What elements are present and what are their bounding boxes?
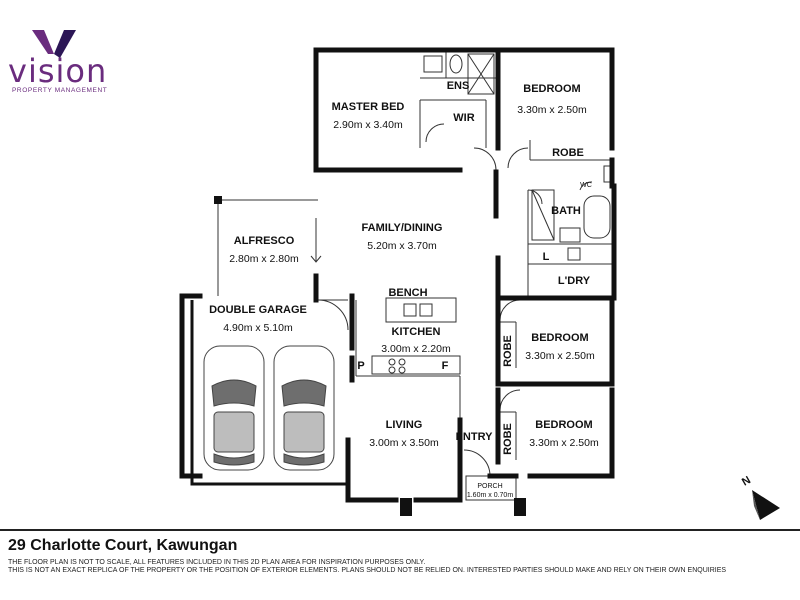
bedroom-bottom-dim: 3.30m x 2.50m — [529, 437, 599, 449]
north-label: N — [740, 474, 753, 488]
pantry-label: P — [357, 360, 364, 372]
living-label: LIVING — [386, 419, 423, 431]
garage-interior-walls — [190, 300, 348, 486]
alfresco-label: ALFRESCO — [234, 235, 295, 247]
kitchen-dim: 3.00m x 2.20m — [381, 343, 451, 355]
bedroom-mid-label: BEDROOM — [531, 332, 588, 344]
thin-lines — [217, 52, 615, 501]
bath-label: BATH — [551, 205, 581, 217]
wall-posts — [214, 196, 526, 516]
wc-label: WC — [580, 182, 592, 189]
entry-label: ENTRY — [456, 431, 494, 443]
robe-bottom-label: ROBE — [502, 423, 514, 455]
ldry-l-label: L — [543, 251, 550, 263]
bench-label: BENCH — [388, 287, 427, 299]
bedroom-top-dim: 3.30m x 2.50m — [517, 104, 587, 116]
car-icon-right — [273, 345, 335, 471]
arrow-marker — [310, 218, 322, 263]
vision-logo-mark — [32, 30, 76, 58]
north-arrow-icon: N — [740, 474, 780, 520]
family-dining-dim: 5.20m x 3.70m — [367, 240, 437, 252]
family-dining-label: FAMILY/DINING — [362, 222, 443, 234]
double-garage-dim: 4.90m x 5.10m — [223, 322, 293, 334]
property-address: 29 Charlotte Court, Kawungan — [8, 537, 238, 554]
ens-label: ENS — [447, 80, 470, 92]
wir-label: WIR — [453, 112, 474, 124]
ldry-label: L'DRY — [558, 275, 591, 287]
porch-dim: 1.60m x 0.70m — [467, 492, 513, 499]
footer-divider — [0, 529, 800, 531]
bedroom-mid-dim: 3.30m x 2.50m — [525, 350, 595, 362]
kitchen-label: KITCHEN — [392, 326, 441, 338]
bedroom-bottom-label: BEDROOM — [535, 419, 592, 431]
brand-name: vision — [8, 52, 108, 90]
master-bed-label: MASTER BED — [332, 101, 405, 113]
fridge-label: F — [442, 360, 449, 372]
walls — [179, 47, 617, 503]
floor-plan: MASTER BED 2.90m x 3.40m ENS WIR BEDROOM… — [179, 47, 780, 520]
disclaimer-line-2: THIS IS NOT AN EXACT REPLICA OF THE PROP… — [8, 567, 727, 574]
alfresco-dim: 2.80m x 2.80m — [229, 253, 299, 265]
master-bed-dim: 2.90m x 3.40m — [333, 119, 403, 131]
robe-mid-label: ROBE — [502, 335, 514, 367]
disclaimer-line-1: THE FLOOR PLAN IS NOT TO SCALE, ALL FEAT… — [8, 559, 426, 566]
bedroom-top-label: BEDROOM — [523, 83, 580, 95]
double-garage-label: DOUBLE GARAGE — [209, 304, 307, 316]
brand-tagline: PROPERTY MANAGEMENT — [12, 87, 108, 94]
robe-top-label: ROBE — [552, 147, 584, 159]
car-icon-left — [203, 345, 265, 471]
porch-label: PORCH — [477, 483, 502, 490]
living-dim: 3.00m x 3.50m — [369, 437, 439, 449]
